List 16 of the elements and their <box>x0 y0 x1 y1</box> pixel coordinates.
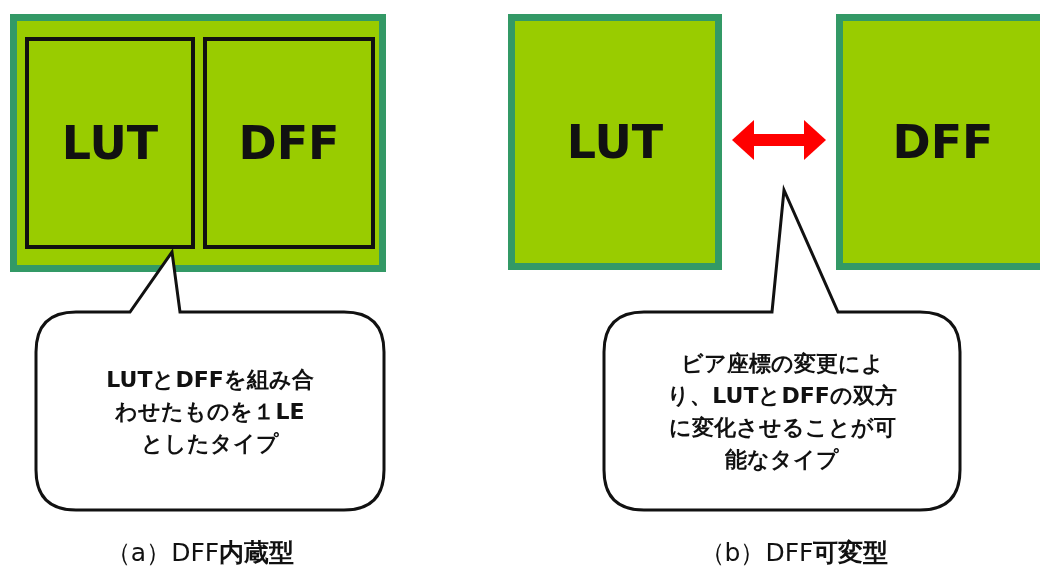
bubble-text: ビア座標の変更により、LUTとDFFの双方に変化させることが可能なタイプ <box>666 350 898 474</box>
bubble-text: LUTとDFFを組み合わせたものを１LEとしたタイプ <box>105 366 315 458</box>
double-arrow <box>732 120 826 160</box>
speech-bubble <box>34 248 386 512</box>
logic-element-box <box>10 14 386 272</box>
block-label: LUT <box>566 115 664 169</box>
figure-caption: （a）DFF内蔵型 <box>104 537 296 569</box>
block-label: DFF <box>892 115 994 169</box>
block-label: LUT <box>61 116 159 170</box>
block-box <box>508 14 722 270</box>
block-label: DFF <box>238 116 340 170</box>
block-box <box>203 37 375 249</box>
speech-bubble <box>602 186 962 512</box>
block-box <box>25 37 195 249</box>
block-box <box>836 14 1040 270</box>
figure-caption: （b）DFF可変型 <box>698 537 890 569</box>
